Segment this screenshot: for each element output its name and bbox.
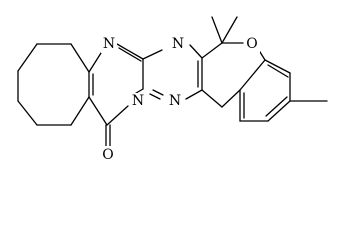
- chemical-structure-diagram: N N N N O O: [17, 16, 328, 164]
- nitrogen-atom-top: N: [172, 36, 184, 52]
- nitrogen-atom-bottom: N: [169, 93, 181, 109]
- nitrogen-atom-bridge: N: [132, 93, 144, 109]
- oxygen-atom-ring: O: [246, 36, 257, 52]
- oxygen-atom-carbonyl: O: [102, 147, 113, 163]
- atom-labels: N N N N O O: [100, 36, 260, 164]
- nitrogen-atom-left: N: [103, 36, 115, 52]
